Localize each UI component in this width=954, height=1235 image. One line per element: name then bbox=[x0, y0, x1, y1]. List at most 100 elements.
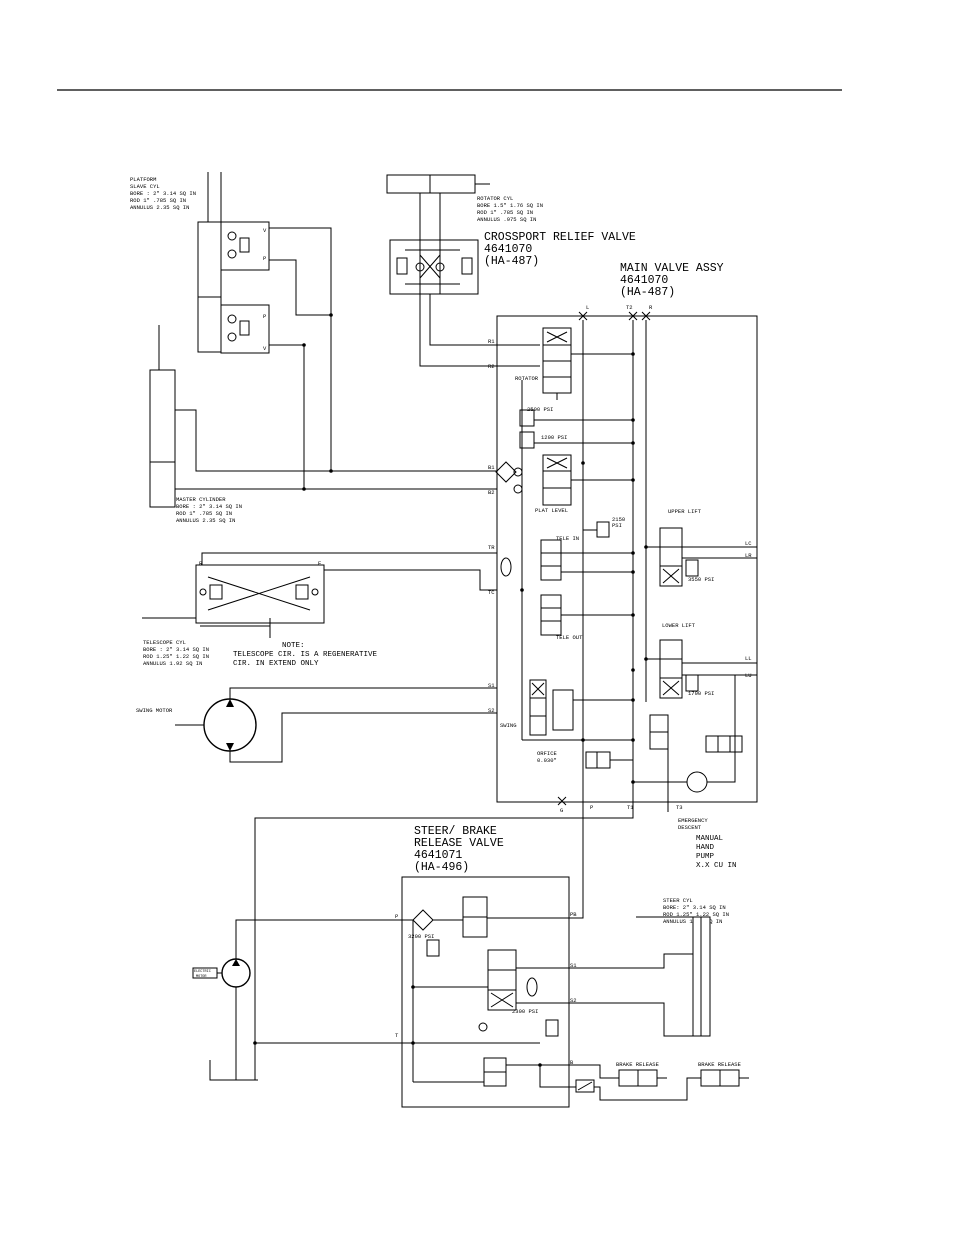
steer-port-pb: PB bbox=[570, 911, 577, 918]
rotator-cyl-line-2: BORE 1.5" 1.76 SQ IN bbox=[477, 202, 543, 209]
port-tr: TR bbox=[488, 544, 495, 551]
manual-hand-pump-label: MANUAL HAND PUMP X.X CU IN bbox=[696, 835, 737, 870]
steer-port-t: T bbox=[395, 1032, 399, 1039]
swing-motor-label: SWING MOTOR bbox=[136, 707, 173, 714]
label-upper-lift: UPPER LIFT bbox=[668, 508, 702, 515]
telescope-note: NOTE: TELESCOPE CIR. IS A REGENERATIVE C… bbox=[233, 642, 378, 668]
port-t1: T1 bbox=[627, 804, 634, 811]
label-orifice: ORFICE bbox=[537, 750, 558, 757]
slave-cyl-line-3: BORE : 2" 3.14 SQ IN bbox=[130, 190, 196, 197]
slave-port-p-top: P bbox=[263, 255, 266, 262]
port-b1: B1 bbox=[488, 464, 495, 471]
slave-port-v-top: V bbox=[263, 227, 267, 234]
main-valve-assy: MAIN VALVE ASSY 4641070 (HA-487) L T2 R … bbox=[488, 262, 758, 814]
steer-valve-title-1: STEER/ BRAKE bbox=[414, 825, 497, 838]
pump-line-3: PUMP bbox=[696, 853, 715, 861]
rotator-cylinder: ROTATOR CYL BORE 1.5" 1.76 SQ IN ROD 1" … bbox=[386, 174, 543, 240]
steer-valve-part-number: 4641071 bbox=[414, 849, 462, 862]
steer-valve-ha-number: (HA-496) bbox=[414, 861, 469, 874]
slave-port-p-bottom: P bbox=[263, 313, 266, 320]
label-1200-psi: 1200 PSI bbox=[541, 434, 567, 441]
slave-cyl-line-4: ROD 1" .785 SQ IN bbox=[130, 197, 186, 204]
port-b2: B2 bbox=[488, 489, 495, 496]
rotator-cyl-line-1: ROTATOR CYL bbox=[477, 195, 513, 202]
crossport-relief-valve: CROSSPORT RELIEF VALVE 4641070 (HA-487) bbox=[389, 231, 636, 367]
port-lr: LR bbox=[745, 552, 752, 559]
steer-port-s2: S2 bbox=[570, 997, 577, 1004]
steer-cyl-line-3: ROD 1.25" 1.22 SQ IN bbox=[663, 911, 729, 918]
telescope-cylinder: R E TELESCOPE CYL BORE : 2" 3.14 SQ IN R… bbox=[142, 552, 497, 667]
label-1700-psi: 1700 PSI bbox=[688, 690, 714, 697]
label-swing: SWING bbox=[500, 722, 517, 729]
slave-cyl-line-2: SLAVE CYL bbox=[130, 183, 160, 190]
port-p: P bbox=[590, 804, 593, 811]
crossport-ha-number: (HA-487) bbox=[484, 255, 539, 268]
label-2150-psi: PSI bbox=[612, 522, 622, 529]
master-cyl-line-3: ROD 1" .785 SQ IN bbox=[176, 510, 232, 517]
steer-valve-title-2: RELEASE VALVE bbox=[414, 837, 504, 850]
master-cylinder: MASTER CYLINDER BORE : 2" 3.14 SQ IN ROD… bbox=[149, 325, 497, 524]
tele-cyl-line-1: TELESCOPE CYL bbox=[143, 639, 186, 646]
note-line-1: TELESCOPE CIR. IS A REGENERATIVE bbox=[233, 651, 378, 659]
emergency-line-1: EMERGENCY bbox=[678, 817, 708, 824]
steer-cyl-line-2: BORE: 2" 3.14 SQ IN bbox=[663, 904, 726, 911]
label-plat-level: PLAT LEVEL bbox=[535, 507, 568, 514]
platform-slave-cylinder: PLATFORM SLAVE CYL BORE : 2" 3.14 SQ IN … bbox=[130, 172, 333, 489]
tele-cyl-line-3: ROD 1.25" 1.22 SQ IN bbox=[143, 653, 209, 660]
pump-line-2: HAND bbox=[696, 844, 715, 852]
steer-port-p: P bbox=[395, 913, 398, 920]
label-3200-psi: 3200 PSI bbox=[408, 933, 434, 940]
label-2500-psi: 2500 PSI bbox=[527, 406, 553, 413]
port-g: G bbox=[560, 807, 563, 814]
motor-line-1: ELECTRIC bbox=[194, 970, 211, 974]
brake-release-1: BRAKE RELEASE bbox=[539, 1061, 701, 1101]
slave-cyl-line-1: PLATFORM bbox=[130, 176, 156, 183]
label-rotator: ROTATOR bbox=[515, 375, 539, 382]
port-t3: T3 bbox=[676, 804, 683, 811]
tele-port-r: R bbox=[199, 560, 203, 567]
main-valve-title: MAIN VALVE ASSY bbox=[620, 262, 724, 275]
slave-port-v-bottom: V bbox=[263, 345, 267, 352]
brake-release-1-label: BRAKE RELEASE bbox=[616, 1061, 660, 1068]
main-valve-ha-number: (HA-487) bbox=[620, 286, 675, 299]
emergency-descent-label: EMERGENCY DESCENT bbox=[678, 817, 708, 831]
electric-motor-pump: ELECTRIC MOTOR bbox=[192, 919, 402, 1081]
steer-port-b: B bbox=[570, 1059, 574, 1066]
tele-cyl-line-4: ANNULUS 1.92 SQ IN bbox=[143, 660, 202, 667]
port-s1: S1 bbox=[488, 682, 495, 689]
master-cyl-line-1: MASTER CYLINDER bbox=[176, 496, 226, 503]
label-orifice-size: 0.030" bbox=[537, 757, 557, 764]
steer-cyl-line-1: STEER CYL bbox=[663, 897, 693, 904]
master-cyl-line-4: ANNULUS 2.35 SQ IN bbox=[176, 517, 235, 524]
port-ll: LL bbox=[745, 655, 752, 662]
tele-port-e: E bbox=[318, 560, 322, 567]
slave-cyl-line-5: ANNULUS 2.35 SQ IN bbox=[130, 204, 189, 211]
label-3550-psi: 3550 PSI bbox=[688, 576, 714, 583]
rotator-cyl-line-4: ANNULUS .975 SQ IN bbox=[477, 216, 536, 223]
port-lc: LC bbox=[745, 540, 752, 547]
rotator-cyl-line-3: ROD 1" .785 SQ IN bbox=[477, 209, 533, 216]
note-line-2: CIR. IN EXTEND ONLY bbox=[233, 660, 319, 668]
port-s2: S2 bbox=[488, 707, 495, 714]
pump-line-4: X.X CU IN bbox=[696, 862, 737, 870]
label-lower-lift: LOWER LIFT bbox=[662, 622, 696, 629]
port-lu: LU bbox=[745, 672, 752, 679]
port-tc: TC bbox=[488, 589, 495, 596]
brake-release-2: BRAKE RELEASE bbox=[698, 1061, 749, 1087]
crossport-part-number: 4641070 bbox=[484, 243, 532, 256]
crossport-title: CROSSPORT RELIEF VALVE bbox=[484, 231, 636, 244]
tele-cyl-line-2: BORE : 2" 3.14 SQ IN bbox=[143, 646, 209, 653]
label-tele-out: TELE OUT bbox=[556, 634, 583, 641]
pump-line-1: MANUAL bbox=[696, 835, 724, 843]
master-cyl-line-2: BORE : 2" 3.14 SQ IN bbox=[176, 503, 242, 510]
label-2300-psi: 2300 PSI bbox=[512, 1008, 538, 1015]
port-r2: R2 bbox=[488, 363, 495, 370]
steer-port-s1: S1 bbox=[570, 962, 577, 969]
steer-brake-release-valve: STEER/ BRAKE RELEASE VALVE 4641071 (HA-4… bbox=[254, 812, 634, 1108]
main-valve-part-number: 4641070 bbox=[620, 274, 668, 287]
label-tele-in: TELE IN bbox=[556, 535, 579, 542]
motor-line-2: MOTOR bbox=[196, 975, 207, 979]
label-2150: 2150 bbox=[612, 516, 625, 523]
port-t2: T2 bbox=[626, 304, 633, 311]
